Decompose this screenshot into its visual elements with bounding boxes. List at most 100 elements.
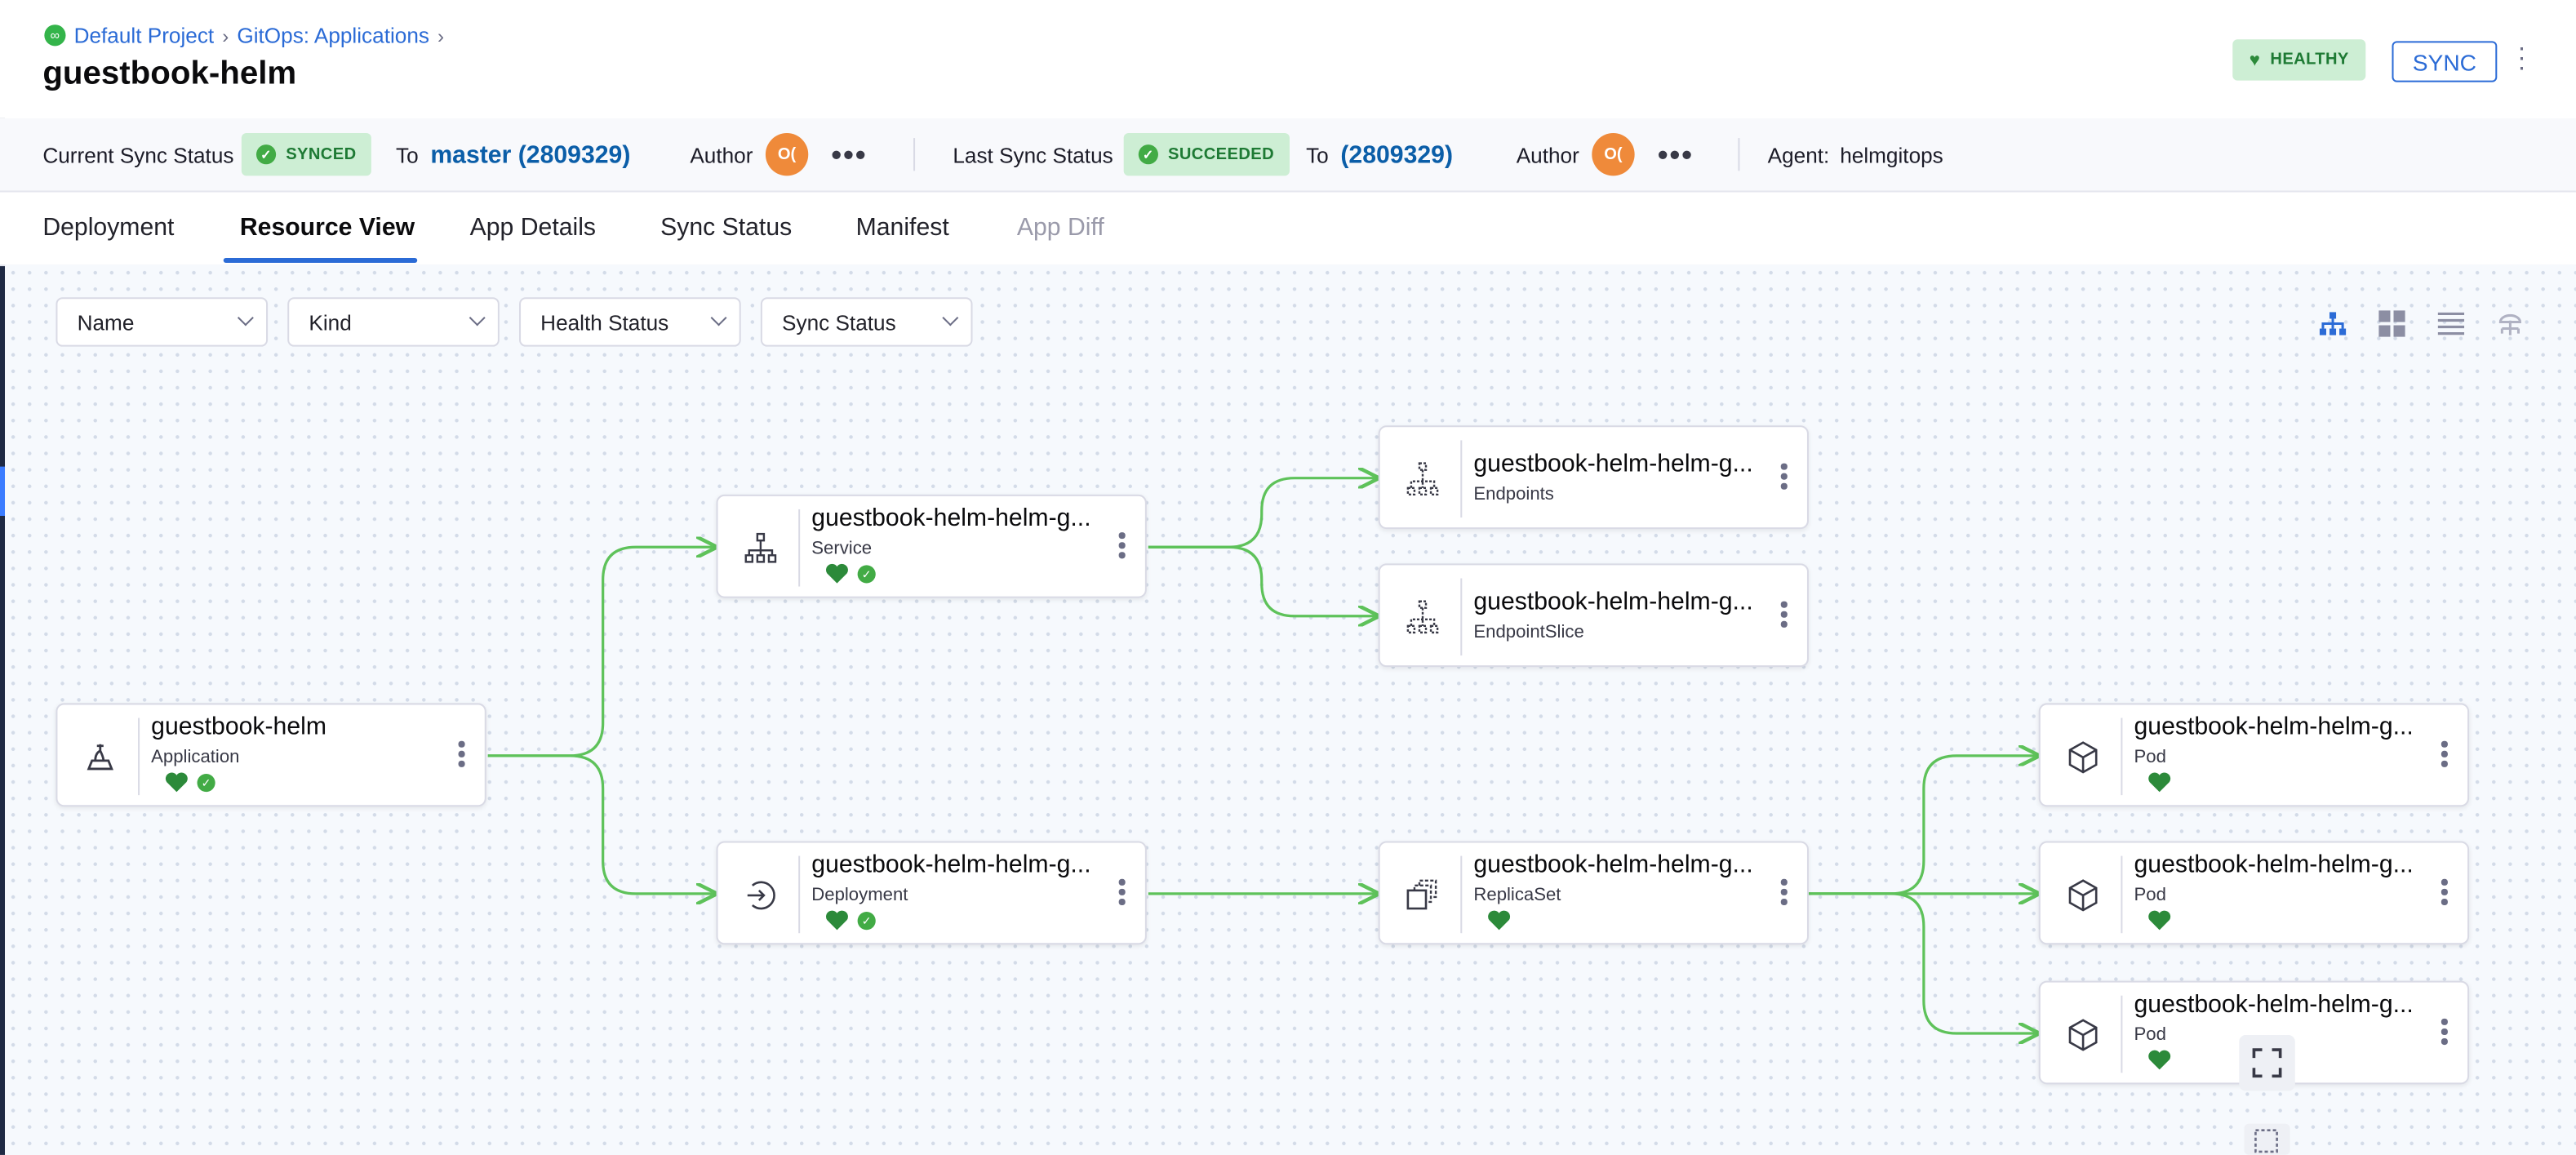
filter-health-dropdown[interactable]: Health Status: [519, 297, 741, 347]
deployment-icon: [747, 881, 775, 910]
network-view-icon[interactable]: [2494, 307, 2526, 340]
node-name: guestbook-helm-helm-g...: [811, 504, 1091, 533]
chevron-right-icon: ›: [222, 24, 229, 47]
selection-tool-icon[interactable]: [2244, 1123, 2290, 1155]
heart-icon: [2148, 772, 2171, 793]
sync-status-bar: Current Sync Status ✓SYNCED To master (2…: [0, 118, 2576, 193]
avatar[interactable]: O(: [1592, 133, 1635, 176]
tab-manifest[interactable]: Manifest: [855, 213, 949, 242]
node-application[interactable]: guestbook-helm Application ✓: [56, 703, 486, 807]
node-kind: Endpoints: [1473, 484, 1554, 504]
tab-bar: Deployment Resource View App Details Syn…: [0, 192, 2576, 267]
heart-icon: [2148, 910, 2171, 931]
breadcrumb-project-link[interactable]: Default Project: [73, 23, 215, 48]
tab-app-details[interactable]: App Details: [469, 213, 597, 242]
last-sync-pill-wrap: ✓SUCCEEDED: [1123, 118, 1290, 191]
health-status-label: HEALTHY: [2270, 51, 2349, 69]
node-divider: [2121, 995, 2123, 1073]
grid-view-icon[interactable]: [2375, 307, 2408, 340]
tree-view-icon[interactable]: [2316, 307, 2349, 340]
node-status: [2147, 772, 2172, 793]
breadcrumb-section-link[interactable]: GitOps: Applications: [237, 23, 429, 48]
replicaset-icon: [1406, 879, 1437, 910]
more-dots-icon[interactable]: •••: [831, 137, 868, 171]
divider: [1738, 138, 1740, 171]
node-divider: [1460, 440, 1463, 518]
last-sync-value: SUCCEEDED: [1168, 145, 1275, 164]
synced-check-icon: ✓: [857, 912, 876, 931]
node-more-icon[interactable]: [2441, 740, 2448, 771]
node-divider: [1460, 578, 1463, 656]
agent-label: Agent:: [1767, 142, 1830, 167]
node-divider: [2121, 717, 2123, 796]
tab-sync-status[interactable]: Sync Status: [660, 213, 793, 242]
current-to-label: To: [396, 142, 419, 167]
node-name: guestbook-helm-helm-g...: [2134, 713, 2414, 741]
node-more-icon[interactable]: [2441, 1018, 2448, 1048]
node-pod[interactable]: guestbook-helm-helm-g... Pod: [2038, 703, 2470, 807]
node-name: guestbook-helm-helm-g...: [2134, 851, 2414, 879]
node-more-icon[interactable]: [458, 740, 465, 771]
page-header: ∞ Default Project › GitOps: Applications…: [0, 0, 2576, 118]
node-endpointslice[interactable]: guestbook-helm-helm-g... EndpointSlice: [1378, 563, 1809, 668]
heart-icon: [165, 772, 188, 793]
heart-icon: [1488, 910, 1511, 931]
pod-icon: [2068, 1019, 2098, 1051]
filter-name-dropdown[interactable]: Name: [56, 297, 269, 347]
node-more-icon[interactable]: [2441, 878, 2448, 908]
synced-check-icon: ✓: [197, 773, 215, 793]
resource-graph-canvas[interactable]: Name Kind Health Status Sync Status: [5, 264, 2576, 1155]
node-more-icon[interactable]: [1780, 463, 1788, 493]
node-kind: Application: [151, 747, 240, 767]
divider: [913, 138, 916, 171]
graph-edges: [487, 264, 2576, 1155]
tab-deployment[interactable]: Deployment: [42, 213, 175, 242]
filter-sync-label: Sync Status: [782, 309, 896, 335]
node-service[interactable]: guestbook-helm-helm-g... Service ✓: [716, 494, 1147, 598]
more-options-icon[interactable]: ···: [2517, 34, 2526, 82]
last-sync-pill: ✓SUCCEEDED: [1123, 133, 1290, 176]
node-divider: [798, 509, 801, 587]
node-divider: [138, 717, 140, 796]
fit-to-screen-icon[interactable]: [2239, 1035, 2295, 1091]
node-replicaset[interactable]: guestbook-helm-helm-g... ReplicaSet: [1378, 841, 1809, 945]
list-view-icon[interactable]: [2435, 307, 2467, 340]
node-status: ✓: [824, 563, 876, 584]
current-revision-link[interactable]: master (2809329): [430, 140, 631, 169]
node-name: guestbook-helm-helm-g...: [1473, 851, 1753, 879]
agent-value: helmgitops: [1840, 142, 1943, 167]
avatar[interactable]: O(: [765, 133, 809, 176]
node-more-icon[interactable]: [1780, 601, 1788, 631]
sync-button[interactable]: SYNC: [2392, 41, 2498, 82]
heart-icon: ♥: [2249, 50, 2261, 70]
endpoints-icon: [1406, 462, 1439, 496]
node-pod[interactable]: guestbook-helm-helm-g... Pod: [2038, 841, 2470, 945]
more-dots-icon[interactable]: •••: [1657, 137, 1694, 171]
node-kind: ReplicaSet: [1473, 885, 1561, 905]
left-nav-strip: [0, 0, 6, 1155]
filter-health-label: Health Status: [540, 309, 669, 335]
last-revision-link[interactable]: (2809329): [1340, 140, 1454, 169]
node-endpoints[interactable]: guestbook-helm-helm-g... Endpoints: [1378, 425, 1809, 530]
node-name: guestbook-helm-helm-g...: [1473, 588, 1753, 616]
pod-icon: [2068, 879, 2098, 912]
node-more-icon[interactable]: [1780, 878, 1788, 908]
heart-icon: [826, 910, 848, 931]
left-nav-selected: [0, 466, 6, 516]
active-tab-indicator: [223, 257, 418, 264]
node-more-icon[interactable]: [1118, 878, 1126, 908]
filter-kind-dropdown[interactable]: Kind: [287, 297, 500, 347]
tab-app-diff[interactable]: App Diff: [1016, 213, 1104, 242]
node-deployment[interactable]: guestbook-helm-helm-g... Deployment ✓: [716, 841, 1147, 945]
node-status: [2147, 910, 2172, 931]
filter-kind-label: Kind: [309, 309, 352, 335]
filter-sync-dropdown[interactable]: Sync Status: [760, 297, 973, 347]
current-sync-value: SYNCED: [286, 145, 357, 164]
node-name: guestbook-helm-helm-g...: [2134, 990, 2414, 1019]
tab-resource-view[interactable]: Resource View: [239, 213, 415, 242]
node-divider: [2121, 855, 2123, 934]
node-name: guestbook-helm-helm-g...: [1473, 450, 1753, 478]
node-more-icon[interactable]: [1118, 532, 1126, 562]
node-kind: Pod: [2134, 747, 2166, 767]
node-divider: [1460, 855, 1463, 934]
